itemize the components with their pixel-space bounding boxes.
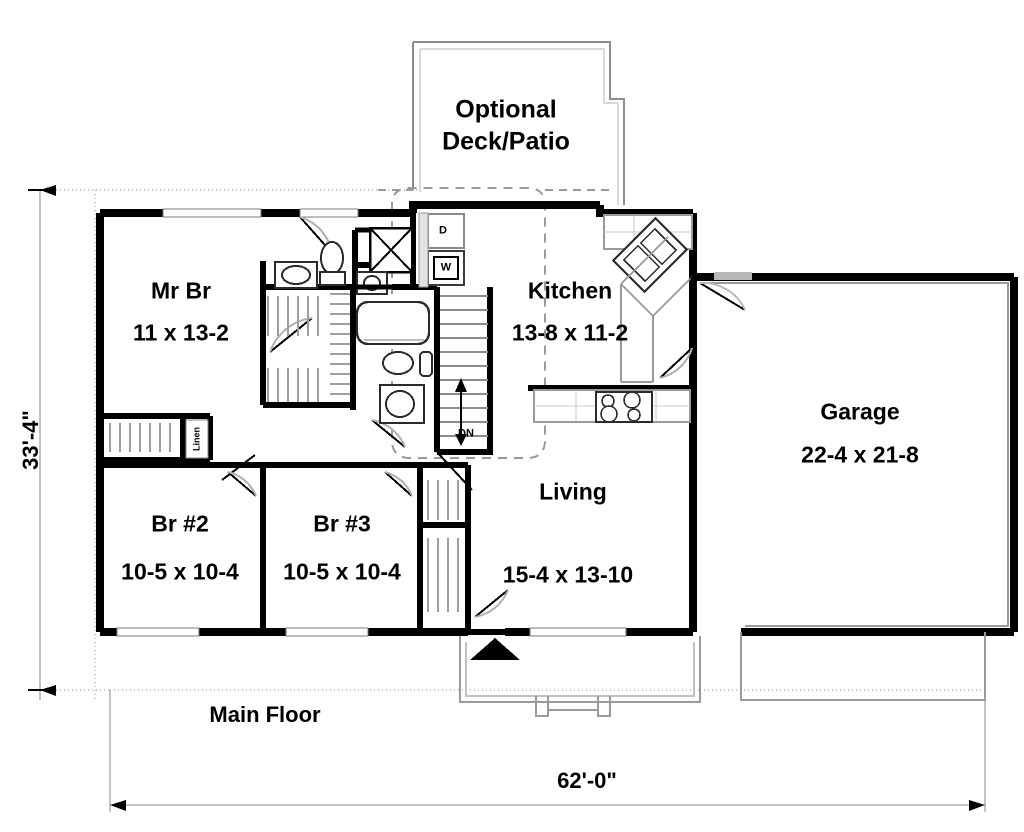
overall-depth-dimension: 33'-4": [18, 410, 44, 470]
garage-thin-outline: [700, 282, 1009, 701]
room-dim-mr-br: 11 x 13-2: [133, 319, 229, 346]
overall-width-dimension: 62'-0": [557, 768, 617, 794]
stairs: [440, 294, 488, 438]
stair-direction-arrow: [455, 378, 467, 446]
kitchen-cooktop: [595, 391, 653, 423]
room-label-garage: Garage: [820, 398, 900, 425]
closet-bifold-doors: [108, 292, 460, 612]
washer-label: W: [440, 261, 452, 274]
room-dim-br-3: 10-5 x 10-4: [283, 558, 401, 585]
windows: [116, 208, 627, 637]
kitchen-angled-counter: [620, 236, 693, 383]
bath-fixtures: [274, 226, 433, 424]
room-label-optional-deck-patio-line1: Optional: [455, 95, 557, 124]
linen-closet-label: Linen: [191, 427, 202, 451]
linen-closet: [185, 419, 209, 459]
room-dim-br-2: 10-5 x 10-4: [121, 558, 239, 585]
door-swings: [221, 216, 693, 618]
room-label-mr-br: Mr Br: [150, 277, 212, 304]
wall-detail-stubs: [260, 227, 696, 290]
stair-dn-label: DN: [458, 427, 474, 440]
dimension-arrow-ticks: [28, 185, 985, 811]
room-dim-living: 15-4 x 13-10: [502, 561, 634, 588]
room-label-optional-deck-patio-line2: Deck/Patio: [442, 127, 570, 156]
interior-walls: [100, 213, 693, 632]
laundry-appliances: [418, 212, 465, 288]
front-porch: [458, 636, 702, 718]
front-door-threshold: [470, 638, 520, 660]
garage-door-opening: [714, 272, 752, 280]
room-label-br-2: Br #2: [151, 510, 209, 537]
room-label-kitchen: Kitchen: [527, 277, 613, 304]
room-label-living: Living: [539, 478, 607, 505]
optional-deck-patio-outline: [412, 41, 625, 205]
dryer-label: D: [439, 224, 447, 237]
closet-walls: [100, 413, 468, 528]
garage-door-swing: [699, 281, 746, 311]
room-dim-kitchen: 13-8 x 11-2: [511, 319, 629, 346]
room-dim-garage: 22-4 x 21-8: [801, 441, 919, 468]
room-label-br-3: Br #3: [313, 510, 371, 537]
main-floor-label: Main Floor: [209, 702, 321, 728]
